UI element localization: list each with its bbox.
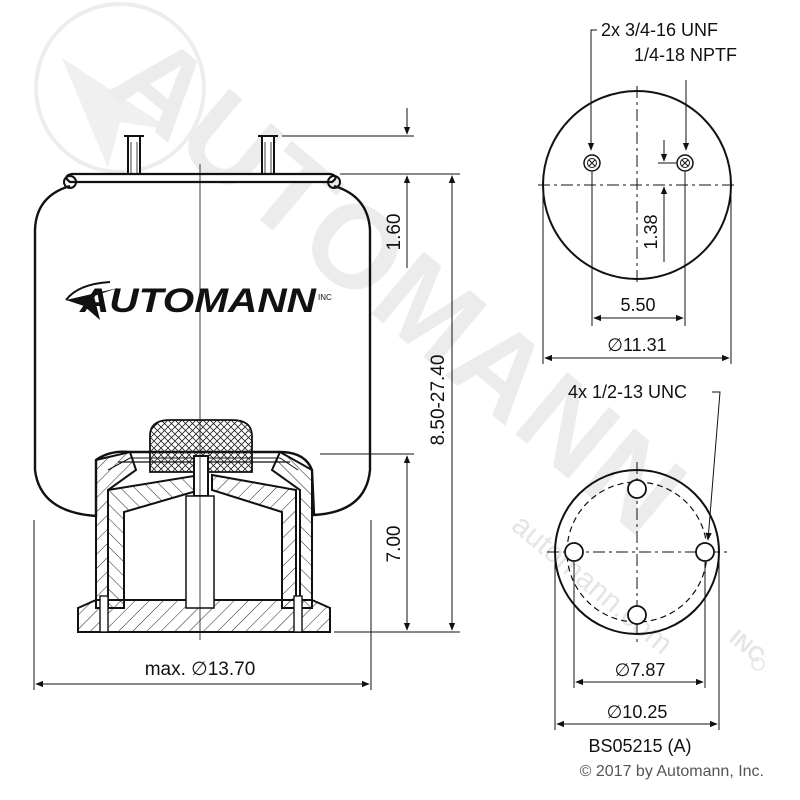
top-stud-hole-left — [583, 154, 601, 172]
piston-base — [77, 599, 331, 633]
callout-bottom-threads: 4x 1/2-13 UNC — [568, 382, 687, 402]
side-dimensions — [33, 108, 460, 690]
dim-bottom-diameter: ∅10.25 — [607, 702, 668, 722]
dim-height-range: 8.50-27.40 — [428, 355, 449, 446]
bottom-view — [547, 391, 727, 730]
center-bolt — [193, 455, 209, 497]
bottom-hole-bottom — [627, 605, 647, 625]
dim-top-offset: 1.38 — [641, 214, 661, 249]
part-number: BS05215 (A) — [588, 736, 691, 756]
dim-piston-height: 7.00 — [384, 526, 405, 563]
brand-logo-icon — [66, 288, 118, 320]
brand-logo-swoosh — [65, 281, 111, 301]
top-view — [538, 29, 736, 364]
bumper — [149, 419, 253, 473]
bottom-stud-right — [293, 595, 303, 633]
watermark-logo-ring — [34, 2, 206, 174]
bead-ring-right — [327, 175, 341, 189]
bottom-stud-left — [99, 595, 109, 633]
bead-plate — [65, 172, 337, 184]
copyright: © 2017 by Automann, Inc. — [580, 763, 764, 780]
bottom-hole-right — [695, 542, 715, 562]
piston-right-cone — [211, 473, 297, 609]
callout-top-studs: 2x 3/4-16 UNF — [601, 20, 718, 40]
bottom-hole-top — [627, 479, 647, 499]
watermark-logo-icon — [62, 58, 172, 168]
callout-air-fitting: 1/4-18 NPTF — [634, 45, 737, 65]
bottom-hole-left — [564, 542, 584, 562]
top-air-fitting-hole — [676, 154, 694, 172]
watermark-registered-mark — [751, 657, 765, 671]
leader-top-studs — [587, 29, 597, 151]
bead-ring-left — [63, 175, 77, 189]
brand-logo: AUTOMANN INC — [65, 281, 332, 320]
dim-max-diameter: max. ∅13.70 — [145, 659, 256, 680]
leader-bottom-threads — [705, 391, 721, 541]
dim-height-top: 1.60 — [384, 214, 405, 251]
dim-bottom-bolt-circle: ∅7.87 — [615, 660, 666, 680]
brand-logo-inc: INC — [318, 293, 332, 302]
brand-logo-text: AUTOMANN — [79, 282, 318, 320]
dim-top-plate-diameter: ∅11.31 — [607, 335, 666, 355]
side-view — [33, 135, 372, 640]
dim-top-stud-spacing: 5.50 — [620, 295, 655, 315]
